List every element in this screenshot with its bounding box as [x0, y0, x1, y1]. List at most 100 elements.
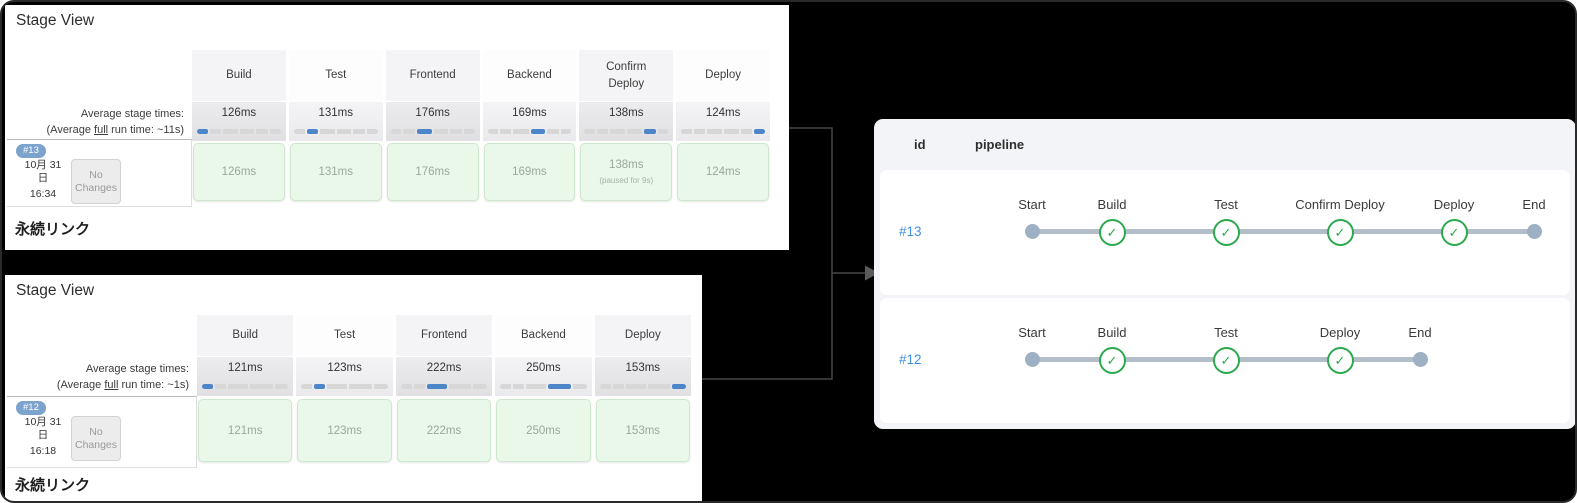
pipeline-node-label-deploy: Deploy	[1319, 325, 1361, 340]
bar-segment-active	[672, 384, 686, 389]
stage-time-distribution-bar	[681, 129, 765, 134]
bar-segment-active	[530, 129, 545, 134]
pipeline-node-label-test: Test	[1214, 325, 1238, 340]
bar-segment	[584, 129, 596, 134]
bar-segment	[301, 384, 313, 389]
run-row-header: #13 10月 31 日 16:34 No Changes	[7, 139, 192, 207]
bar-segment	[546, 129, 559, 134]
bar-segment	[256, 129, 269, 134]
run-date-line1: 10月 31	[24, 159, 62, 171]
avg-full-run-time-line: (Average full run time: ~11s)	[46, 124, 184, 136]
avg-stage-times-line: Average stage times:	[85, 363, 189, 375]
bar-segment	[513, 384, 525, 389]
success-check-icon: ✓	[1440, 219, 1468, 246]
success-check-icon: ✓	[1326, 219, 1354, 246]
stage-header-build: Build	[192, 50, 286, 101]
bar-segment	[473, 384, 488, 389]
success-check-icon: ✓	[1098, 219, 1126, 246]
run-id-link[interactable]: #13	[899, 224, 922, 239]
run-id-badge[interactable]: #12	[16, 401, 46, 415]
bar-segment	[400, 384, 412, 389]
check-glyph: ✓	[1334, 353, 1346, 368]
stage-header-frontend: Frontend	[385, 50, 480, 101]
bar-segment	[222, 129, 238, 134]
stage-result-cell-deploy[interactable]: 153ms	[595, 399, 690, 462]
bar-segment-active	[416, 129, 432, 134]
stage-result-cell-frontend[interactable]: 176ms	[386, 143, 479, 201]
avg-stage-times-line: Average stage times:	[80, 108, 184, 120]
stage-duration: 123ms	[327, 424, 362, 437]
bar-segment	[403, 129, 415, 134]
stage-result-cell-backend[interactable]: 169ms	[483, 143, 576, 201]
stage-average-build: 121ms	[197, 357, 294, 396]
stage-result-cell-test[interactable]: 131ms	[289, 143, 382, 201]
stage-result-cell-test[interactable]: 123ms	[297, 399, 392, 462]
stage-result-cell-backend[interactable]: 250ms	[496, 399, 591, 462]
run-date: 10月 31 日 16:34	[17, 159, 69, 201]
stage-average-test: 123ms	[296, 357, 393, 396]
pipeline-node-label-test: Test	[1214, 197, 1238, 212]
bar-segment	[487, 129, 499, 134]
stage-header-build: Build	[197, 315, 294, 356]
average-stage-times-label: Average stage times: (Average full run t…	[5, 106, 184, 138]
stage-average-build: 126ms	[192, 102, 286, 141]
stage-result-cell-confirm-deploy[interactable]: 138ms(paused for 9s)	[580, 143, 673, 201]
stage-duration: 121ms	[227, 424, 263, 437]
average-time-value: 123ms	[327, 362, 362, 374]
stage-view-panel-run13: Stage View Average stage times: (Average…	[5, 5, 789, 250]
paused-note: (paused for 9s)	[599, 176, 654, 185]
bar-segment	[336, 129, 352, 134]
stage-average-test: 131ms	[288, 102, 383, 141]
run-id-badge[interactable]: #13	[16, 144, 46, 158]
stage-duration: 176ms	[415, 166, 450, 178]
check-glyph: ✓	[1106, 225, 1118, 240]
stage-time-distribution-bar	[584, 129, 669, 134]
average-time-value: 176ms	[415, 107, 450, 119]
bar-segment-active	[306, 129, 318, 134]
stage-time-distribution-bar	[202, 384, 289, 389]
run-id-link[interactable]: #12	[899, 352, 922, 367]
bar-segment	[433, 129, 449, 134]
bar-segment	[625, 384, 646, 389]
run-date: 10月 31 日 16:18	[17, 416, 69, 458]
stage-time-distribution-bar	[487, 129, 572, 134]
bar-segment	[327, 384, 348, 389]
bar-segment	[572, 384, 587, 389]
stage-average-deploy: 124ms	[676, 102, 770, 141]
stage-time-distribution-bar	[500, 384, 587, 389]
bar-segment	[693, 129, 706, 134]
stage-result-cell-frontend[interactable]: 222ms	[396, 399, 492, 462]
stage-header-backend: Backend	[482, 50, 577, 101]
bar-segment	[513, 129, 529, 134]
bar-segment	[413, 384, 425, 389]
stage-time-distribution-bar	[400, 384, 488, 389]
stage-result-cell-build[interactable]: 126ms	[193, 143, 285, 201]
pipeline-node-label-confirm-deploy: Confirm Deploy	[1295, 197, 1385, 212]
bar-segment	[500, 129, 512, 134]
run-time: 16:34	[29, 188, 57, 200]
end-node-dot	[1412, 352, 1428, 367]
pipeline-track-line	[1032, 229, 1534, 234]
success-check-icon: ✓	[1212, 347, 1240, 374]
bar-segment	[367, 129, 378, 134]
run-time: 16:18	[29, 445, 57, 457]
stage-average-deploy: 153ms	[594, 357, 691, 396]
page-title: Stage View	[16, 282, 95, 299]
bar-segment	[707, 129, 723, 134]
check-glyph: ✓	[1334, 225, 1346, 240]
bar-segment	[657, 129, 669, 134]
average-time-value: 121ms	[227, 362, 263, 374]
stage-result-cell-deploy[interactable]: 124ms	[677, 143, 769, 201]
bar-segment	[610, 129, 626, 134]
bar-segment	[597, 129, 609, 134]
pipeline-node-label-start: Start	[1018, 197, 1046, 212]
bar-segment	[450, 129, 462, 134]
stage-result-cell-build[interactable]: 121ms	[198, 399, 293, 462]
pipeline-node-label-build: Build	[1097, 325, 1127, 340]
stage-header-test: Test	[296, 315, 393, 356]
page-title: Stage View	[16, 12, 95, 29]
